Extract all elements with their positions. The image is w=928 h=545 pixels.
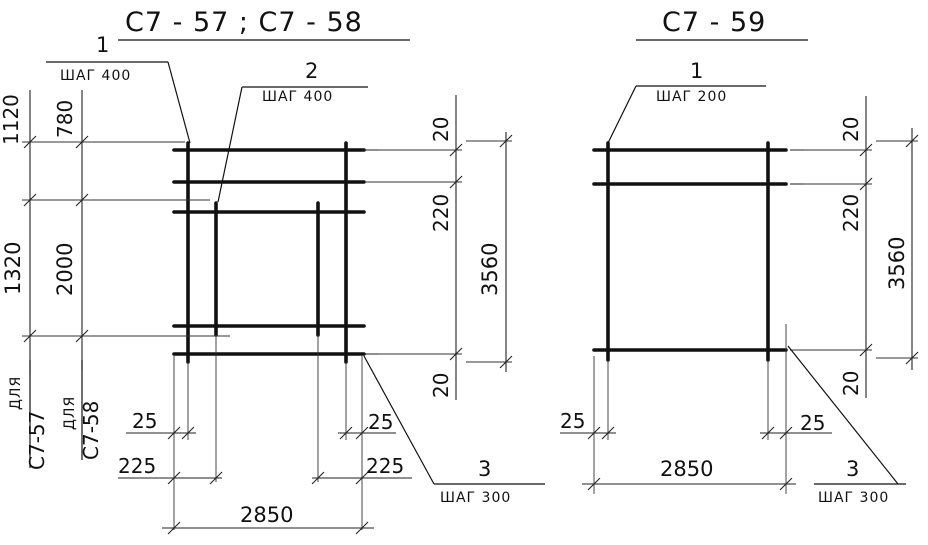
title-right: C7 - 59 bbox=[662, 7, 766, 38]
callout3-step-left: ШАГ 300 bbox=[440, 490, 511, 506]
dim-780: 780 bbox=[53, 100, 77, 138]
callout3-leader-left bbox=[363, 355, 435, 485]
dim-tick bbox=[355, 521, 369, 535]
dim-20-top-left: 20 bbox=[429, 117, 453, 142]
dim-tick bbox=[905, 134, 919, 148]
dim-20-bottom-right: 20 bbox=[839, 371, 863, 396]
dim-220-right: 220 bbox=[839, 194, 863, 232]
callout3-number-right: 3 bbox=[846, 457, 859, 481]
dim-2000: 2000 bbox=[53, 243, 77, 296]
callout2-leader-left bbox=[217, 86, 243, 203]
dim-tick bbox=[23, 329, 37, 343]
dim-tick bbox=[601, 426, 615, 440]
dim-25-right: 25 bbox=[368, 410, 393, 434]
dim-1320: 1320 bbox=[1, 242, 25, 295]
dim-tick bbox=[859, 177, 873, 191]
dim-tick bbox=[779, 477, 793, 491]
dim-2850-right: 2850 bbox=[660, 457, 713, 481]
callout1-number-right: 1 bbox=[690, 59, 703, 83]
dim-225-right: 225 bbox=[366, 454, 404, 478]
dim-tick bbox=[181, 426, 195, 440]
dim-2850-left: 2850 bbox=[240, 503, 293, 527]
dim-tick bbox=[311, 471, 325, 485]
dim-tick bbox=[75, 135, 89, 149]
dim-tick bbox=[779, 426, 793, 440]
dim-tick bbox=[355, 471, 369, 485]
dim-tick bbox=[167, 471, 181, 485]
dim-tick bbox=[587, 426, 601, 440]
callout1-step-right: ШАГ 200 bbox=[656, 89, 727, 105]
dim-tick bbox=[449, 347, 463, 361]
panel-left: C7 - 57 ; C7 - 58 1 ШАГ 400 2 ШАГ 400 bbox=[0, 7, 545, 535]
dim-3560-right: 3560 bbox=[885, 237, 909, 290]
callout2-step-left: ШАГ 400 bbox=[262, 89, 333, 105]
dim-tick bbox=[209, 471, 223, 485]
dim-225-left: 225 bbox=[118, 454, 156, 478]
dim-tick bbox=[449, 175, 463, 189]
panel-right: C7 - 59 1 ШАГ 200 20 220 20 3560 bbox=[560, 7, 919, 506]
dim-20-top-right: 20 bbox=[839, 117, 863, 142]
dim-tick bbox=[761, 426, 775, 440]
callout2-number-left: 2 bbox=[305, 59, 318, 83]
callout1-number-left: 1 bbox=[96, 33, 109, 57]
callout1-leader-right bbox=[607, 85, 637, 144]
callout1-step-left: ШАГ 400 bbox=[60, 68, 131, 84]
dim-tick bbox=[499, 355, 513, 369]
dim-tick bbox=[339, 426, 353, 440]
note-for-c7-58-a: ДЛЯ bbox=[62, 396, 78, 430]
note-for-c7-57-b: C7-57 bbox=[25, 411, 49, 470]
dim-tick bbox=[75, 193, 89, 207]
dim-tick bbox=[449, 143, 463, 157]
dim-tick bbox=[167, 426, 181, 440]
callout3-step-right: ШАГ 300 bbox=[818, 490, 889, 506]
dim-3560-left: 3560 bbox=[478, 243, 502, 296]
dim-25-left: 25 bbox=[132, 409, 157, 433]
dim-tick bbox=[859, 343, 873, 357]
dim-tick bbox=[859, 143, 873, 157]
dim-25-left-right-panel: 25 bbox=[560, 409, 585, 433]
dim-1120: 1120 bbox=[0, 94, 23, 145]
title-left: C7 - 57 ; C7 - 58 bbox=[125, 7, 363, 38]
dim-tick bbox=[499, 134, 513, 148]
dim-20-bottom-left: 20 bbox=[429, 373, 453, 398]
callout3-number-left: 3 bbox=[478, 457, 491, 481]
dim-25-right-right-panel: 25 bbox=[800, 411, 825, 435]
dim-tick bbox=[587, 477, 601, 491]
callout3-leader-right bbox=[787, 345, 899, 485]
dim-tick bbox=[355, 426, 369, 440]
note-for-c7-58-b: C7-58 bbox=[79, 401, 103, 460]
callout1-leader-left bbox=[167, 61, 191, 144]
dim-tick bbox=[75, 329, 89, 343]
dim-tick bbox=[23, 135, 37, 149]
dim-tick bbox=[23, 193, 37, 207]
dim-tick bbox=[905, 351, 919, 365]
note-for-c7-57-a: ДЛЯ bbox=[8, 376, 24, 410]
dim-220-left: 220 bbox=[429, 194, 453, 232]
dim-tick bbox=[167, 521, 181, 535]
